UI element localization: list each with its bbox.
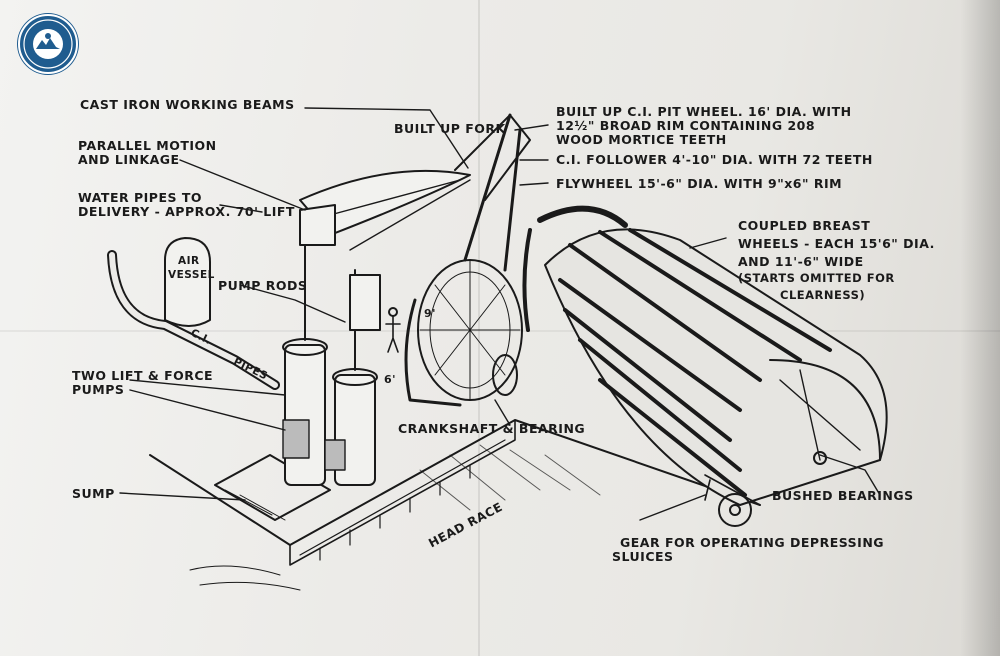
- paper-fold: [478, 0, 480, 656]
- label-air: AIR: [178, 255, 200, 267]
- label-water-pipes: WATER PIPES TO: [78, 190, 202, 205]
- paper-fold: [0, 330, 1000, 332]
- air-vessel: [164, 237, 211, 327]
- label-breast-wheels-dia: WHEELS - EACH 15'6" DIA.: [738, 236, 935, 251]
- working-beam: [299, 169, 471, 236]
- label-pumps: PUMPS: [72, 382, 125, 397]
- label-pit-wheel: BUILT UP C.I. PIT WHEEL. 16' DIA. WITH: [556, 104, 852, 119]
- label-breast-wheels-width: AND 11'-6" WIDE: [738, 254, 864, 269]
- label-breast-wheels: COUPLED BREAST: [738, 218, 871, 233]
- society-seal-icon: [18, 14, 78, 74]
- sump-pit: [214, 454, 331, 521]
- sluice-gear: [718, 493, 752, 527]
- label-vessel: VESSEL: [168, 269, 215, 281]
- label-parallel-motion: PARALLEL MOTION: [78, 138, 217, 153]
- dimension-9ft: 9': [424, 307, 437, 320]
- label-water-pipes-delivery: DELIVERY - APPROX. 70' LIFT: [78, 204, 295, 219]
- label-crankshaft: CRANKSHAFT & BEARING: [398, 421, 586, 436]
- label-sump: SUMP: [72, 486, 115, 501]
- label-breast-wheels-note: (STARTS OMITTED FOR: [738, 271, 895, 285]
- label-pit-wheel-rim: 12½" BROAD RIM CONTAINING 208: [556, 118, 816, 133]
- label-pit-wheel-teeth: WOOD MORTICE TEETH: [556, 132, 727, 147]
- label-follower: C.I. FOLLOWER 4'-10" DIA. WITH 72 TEETH: [556, 152, 873, 167]
- label-flywheel: FLYWHEEL 15'-6" DIA. WITH 9"x6" RIM: [556, 176, 843, 191]
- label-pump-rods: PUMP RODS: [218, 278, 308, 293]
- label-two-lift-pumps: TWO LIFT & FORCE: [72, 368, 214, 383]
- pump-cylinder: [284, 344, 326, 486]
- label-built-up-fork: BUILT UP FORK: [394, 121, 506, 136]
- ground-outline: [149, 419, 761, 546]
- brick-wall: [289, 419, 516, 566]
- dimension-6ft: 6': [384, 373, 397, 386]
- label-gear-sluices: SLUICES: [612, 549, 674, 564]
- built-up-fork: [454, 114, 531, 201]
- label-and-linkage: AND LINKAGE: [78, 152, 180, 167]
- label-gear: GEAR FOR OPERATING DEPRESSING: [620, 535, 885, 550]
- paper-edge-shadow: [960, 0, 1000, 656]
- label-bushed-bearings: BUSHED BEARINGS: [772, 488, 914, 503]
- label-breast-wheels-note-end: CLEARNESS): [780, 288, 866, 302]
- pit-wheel: [537, 205, 628, 228]
- label-cast-iron-beams: CAST IRON WORKING BEAMS: [80, 97, 295, 112]
